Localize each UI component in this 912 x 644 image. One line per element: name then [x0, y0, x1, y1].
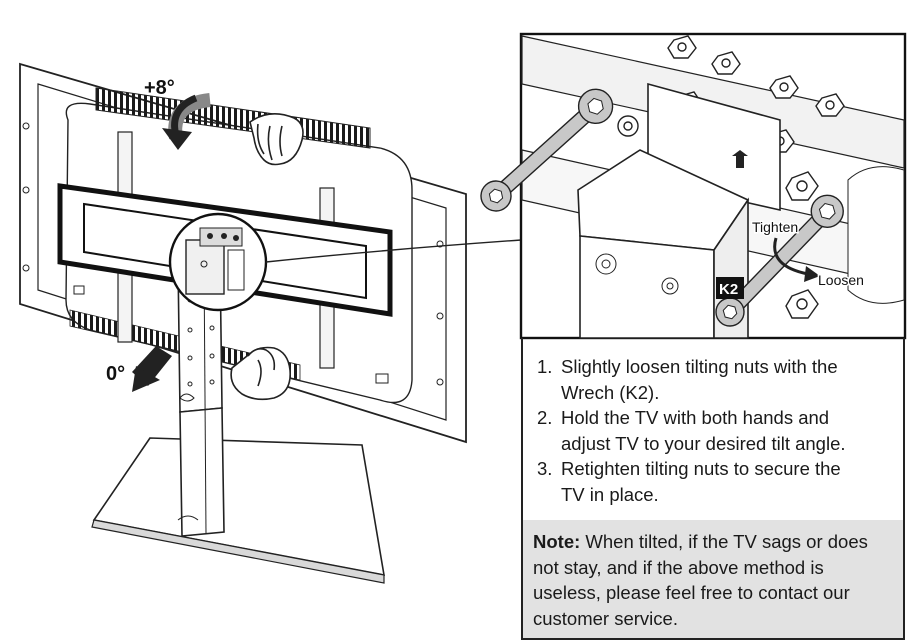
step-item: 2. Hold the TV with both hands and adjus… [537, 405, 893, 456]
step-line: Wrech (K2). [561, 381, 660, 403]
tilt-up-label: +8° [144, 77, 175, 99]
step-item: 3. Retighten tilting nuts to secure the … [537, 456, 893, 507]
note-box: Note: When tilted, if the TV sags or doe… [521, 520, 905, 640]
step-line: Hold the TV with both hands and [561, 407, 830, 428]
k2-badge [716, 277, 744, 299]
step-line: Retighten tilting nuts to secure the [561, 458, 841, 479]
tighten-loosen-arrow-icon [773, 237, 820, 282]
tilt-zero-label: 0° [106, 363, 125, 385]
tilt-up-arrow-icon [162, 93, 211, 150]
detail-magnifier-circle [168, 212, 522, 312]
step-number: 1. [537, 356, 553, 377]
detail-closeup-panel [519, 32, 907, 340]
step-number: 2. [537, 407, 553, 428]
step-line: adjust TV to your desired tilt angle. [561, 432, 846, 454]
tilt-down-arrow-icon [132, 346, 172, 392]
tighten-label: Tighten [752, 219, 798, 235]
wrench-icon [480, 88, 614, 212]
step-number: 3. [537, 458, 553, 479]
instruction-steps: 1. Slightly loosen tilting nuts with the… [521, 338, 905, 520]
note-label: Note: [533, 531, 581, 552]
step-line: Slightly loosen tilting nuts with the [561, 356, 838, 377]
step-item: 1. Slightly loosen tilting nuts with the… [537, 354, 893, 405]
loosen-label: Loosen [818, 272, 864, 288]
stand-base [91, 437, 385, 584]
k2-label: K2 [719, 281, 738, 298]
hand-top-icon [249, 113, 304, 166]
hand-bottom-icon [230, 346, 291, 401]
steps-list: 1. Slightly loosen tilting nuts with the… [537, 354, 893, 507]
step-line: TV in place. [561, 483, 659, 505]
note-text: When tilted, if the TV sags or does not … [533, 531, 868, 629]
